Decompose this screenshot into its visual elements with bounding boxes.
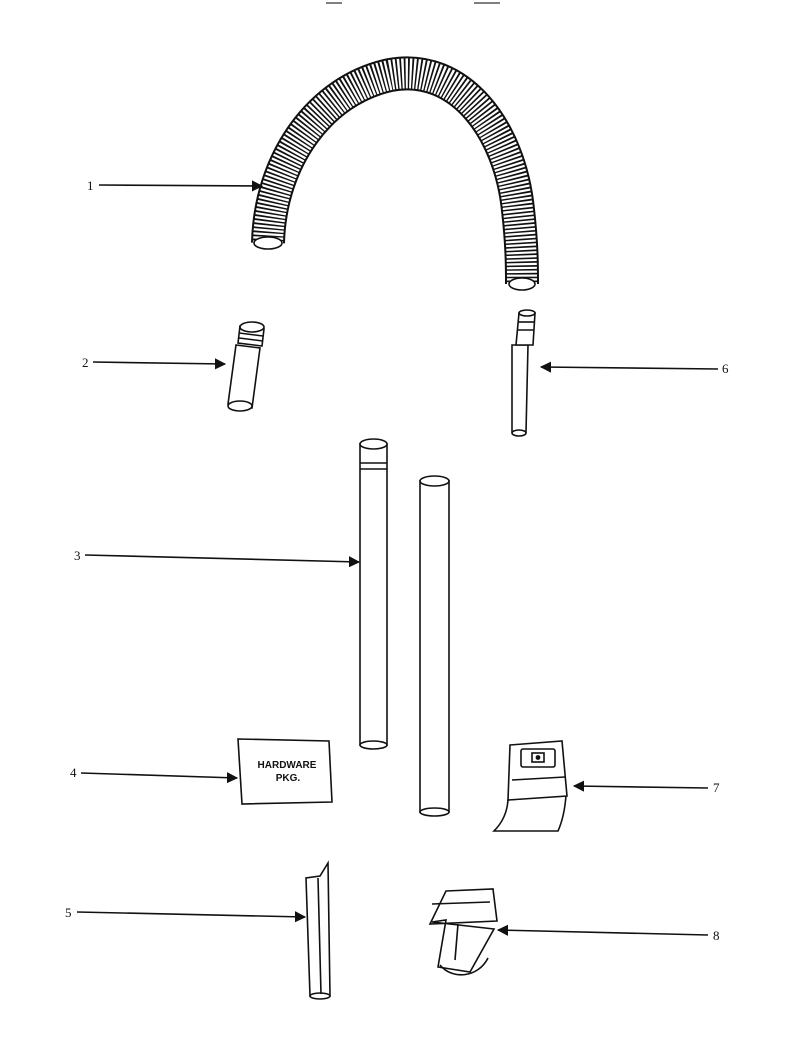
- callout-label: 8: [713, 928, 720, 943]
- callout-7: 7: [572, 780, 720, 795]
- part-3-wand-left: [359, 438, 388, 750]
- part-4-hardware-package: HARDWARE PKG.: [237, 738, 333, 805]
- part-7-dust-bag: [492, 740, 568, 832]
- callout-2: 2: [82, 355, 227, 370]
- callout-label: 3: [74, 548, 81, 563]
- callout-label: 2: [82, 355, 89, 370]
- callout-label: 1: [87, 178, 94, 193]
- callout-8: 8: [496, 924, 720, 943]
- callout-label: 5: [65, 905, 72, 920]
- hardware-package-label-line1: HARDWARE: [258, 760, 317, 771]
- callout-label: 7: [713, 780, 720, 795]
- callout-label: 6: [722, 361, 729, 376]
- part-6-fitting: [511, 309, 536, 437]
- callout-4: 4: [70, 765, 239, 784]
- part-2-coupling: [227, 321, 265, 412]
- hardware-package-label-line2: PKG.: [276, 773, 301, 784]
- part-5-crevice-tool: [305, 860, 331, 1000]
- callout-6: 6: [539, 361, 729, 376]
- callout-5: 5: [65, 905, 307, 923]
- part-3-wand-right: [419, 475, 450, 817]
- part-1-hose: [251, 56, 539, 291]
- callout-1: 1: [87, 178, 264, 193]
- callout-label: 4: [70, 765, 77, 780]
- part-8-nozzle: [428, 888, 498, 976]
- callout-3: 3: [74, 548, 361, 568]
